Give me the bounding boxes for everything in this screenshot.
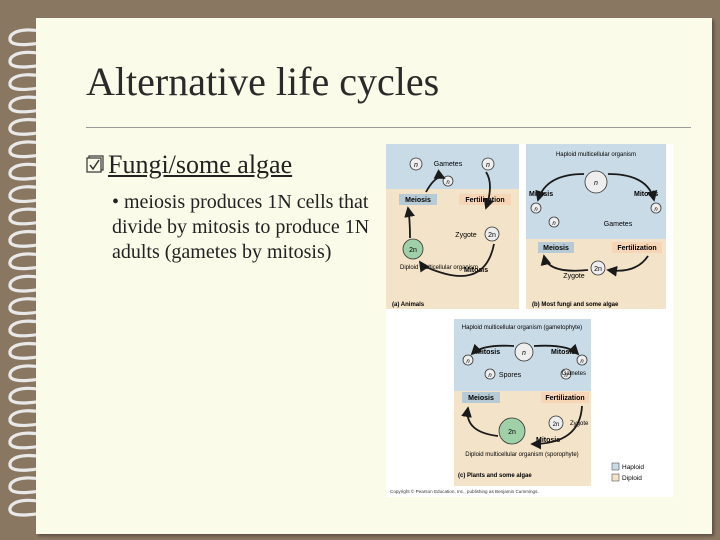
label-n: n (446, 180, 450, 186)
haploid-organism (584, 170, 608, 194)
panel-animals: n Gametes n n Meiosis Fertilization Zygo… (386, 144, 519, 309)
arrow (606, 255, 649, 277)
arrow (533, 343, 580, 356)
panel-plants: Haploid multicellular organism (gametoph… (454, 319, 591, 486)
cell (548, 216, 560, 228)
label-meiosis: Meiosis (543, 245, 569, 252)
fertilization-tag (612, 242, 662, 253)
arrow (607, 173, 658, 202)
arrow (404, 206, 415, 239)
label-2n: 2n (409, 247, 417, 254)
arrow (470, 343, 515, 356)
label-mitosis: Mitosis (551, 349, 575, 356)
fertilization-tag (541, 392, 589, 403)
life-cycle-figure: n Gametes n n Meiosis Fertilization Zygo… (386, 144, 673, 497)
legend-haploid: Haploid (622, 464, 644, 471)
label-2n: 2n (488, 232, 496, 239)
arrow (425, 169, 446, 193)
label-n: n (466, 359, 470, 365)
meiosis-tag (462, 392, 500, 403)
cell (462, 354, 474, 366)
label-n: n (552, 221, 556, 227)
label-n: n (654, 207, 658, 213)
slide-title: Alternative life cycles (86, 59, 440, 104)
label-sporophyte: Diploid multicellular organism (sporophy… (465, 452, 578, 458)
copyright-notice: Copyright © Pearson Education, Inc., pub… (390, 488, 539, 494)
gamete-cell (560, 368, 572, 380)
legend-swatch-diploid (611, 473, 620, 482)
label-n: n (488, 373, 492, 379)
label-gametes: Gametes (562, 371, 586, 377)
zygote-cell (548, 415, 564, 431)
label-meiosis: Meiosis (468, 395, 494, 402)
label-fertilization: Fertilization (617, 245, 656, 252)
bullet-level1: Fungi/some algae (86, 150, 292, 180)
label-n: n (414, 162, 418, 169)
label-spores: Spores (499, 372, 522, 379)
bullet-level2-text: • meiosis produces 1N cells that divide … (112, 191, 370, 263)
gamete-cell (481, 157, 495, 171)
label-zygote: Zygote (570, 421, 589, 427)
meiosis-tag (399, 194, 437, 205)
cell (530, 202, 542, 214)
cell (576, 354, 588, 366)
checkbox-bullet-icon (86, 150, 108, 180)
label-n: n (564, 373, 568, 379)
label-2n: 2n (508, 429, 516, 436)
label-mitosis: Mitosis (476, 349, 500, 356)
label-gametophyte: Haploid multicellular organism (gametoph… (462, 325, 582, 331)
zygote-cell (590, 260, 606, 276)
caption-plants: (c) Plants and some algae (458, 473, 532, 479)
arrow (535, 173, 585, 202)
label-n: n (594, 180, 598, 187)
sporophyte-organism (498, 417, 526, 445)
cell (650, 202, 662, 214)
legend-swatch-haploid (611, 462, 620, 471)
label-n: n (580, 359, 584, 365)
arrow (540, 254, 589, 272)
label-haploid-organism: Haploid multicellular organism (556, 152, 636, 158)
label-mitosis: Mitosis (634, 191, 658, 198)
label-meiosis: Meiosis (405, 197, 431, 204)
label-zygote: Zygote (563, 273, 585, 280)
life-cycle-diagram: n Gametes n n Meiosis Fertilization Zygo… (386, 144, 666, 494)
gametophyte-organism (514, 342, 534, 362)
label-2n: 2n (553, 422, 560, 428)
title-divider (86, 127, 691, 128)
spore-cell (484, 368, 496, 380)
label-mitosis: Mitosis (536, 437, 560, 444)
figure-legend: Haploid Diploid (611, 462, 644, 482)
label-fertilization: Fertilization (465, 197, 504, 204)
arrow (483, 171, 494, 210)
label-gametes: Gametes (434, 161, 463, 168)
arrow (461, 406, 499, 437)
gamete-cell (409, 157, 423, 171)
arrow (530, 405, 583, 450)
zygote-cell (484, 226, 500, 242)
diploid-organism (402, 238, 424, 260)
label-n: n (534, 207, 538, 213)
label-fertilization: Fertilization (545, 395, 584, 402)
legend-diploid: Diploid (622, 475, 642, 482)
caption-animals: (a) Animals (392, 302, 425, 308)
label-gametes: Gametes (604, 221, 633, 228)
bullet-level1-text: Fungi/some algae (108, 150, 293, 179)
meiosis-tag (538, 242, 574, 253)
caption-fungi: (b) Most fungi and some algae (532, 302, 619, 308)
label-n: n (486, 162, 490, 169)
panel-fungi: Haploid multicellular organism n Mitosis… (526, 144, 666, 309)
label-n: n (522, 350, 526, 357)
label-diploid-organism: Diploid multicellular organism (400, 265, 478, 271)
label-mitosis: Mitosis (464, 267, 488, 274)
label-zygote: Zygote (455, 232, 477, 239)
label-2n: 2n (594, 266, 602, 273)
arrow (418, 243, 495, 277)
